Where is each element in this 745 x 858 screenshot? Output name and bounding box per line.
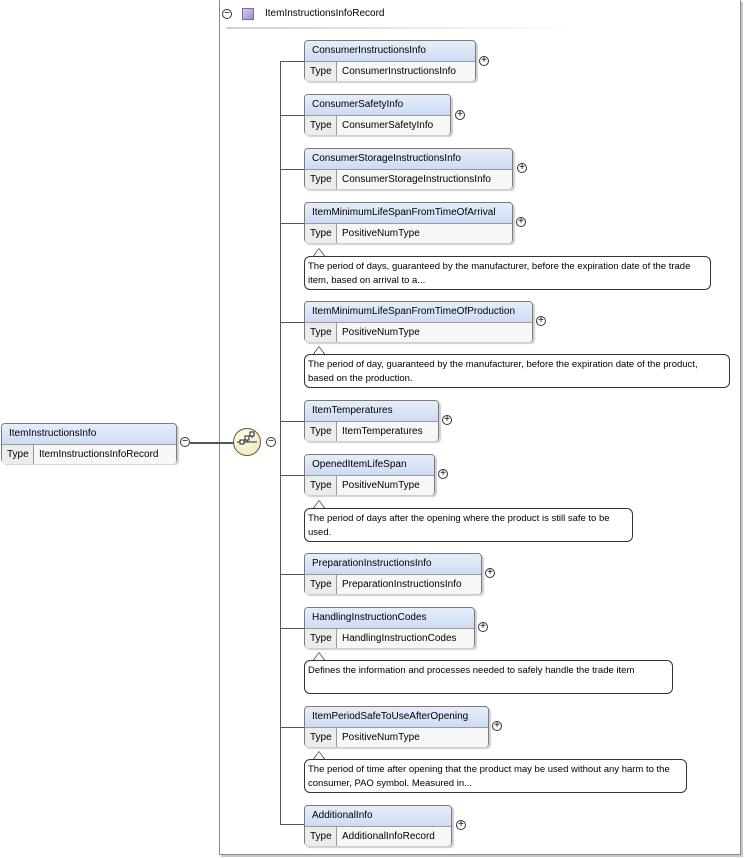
element-name: AdditionalInfo <box>305 806 451 827</box>
element-name: ItemPeriodSafeToUseAfterOpening <box>305 707 488 728</box>
expand-icon[interactable]: + <box>517 163 527 173</box>
expand-icon[interactable]: + <box>478 622 488 632</box>
annotation-note: The period of day, guaranteed by the man… <box>304 354 730 388</box>
branch-connector <box>280 574 305 575</box>
element-name: ItemMinimumLifeSpanFromTimeOfArrival <box>305 203 512 224</box>
type-value: ConsumerSafetyInfo <box>337 116 450 135</box>
annotation-note: The period of days, guaranteed by the ma… <box>304 256 711 290</box>
annotation-pointer <box>313 652 325 660</box>
expand-icon[interactable]: + <box>479 56 489 66</box>
element-name: ItemMinimumLifeSpanFromTimeOfProduction <box>305 302 532 323</box>
type-label: Type <box>305 575 337 594</box>
branch-connector <box>280 727 305 728</box>
type-value: ConsumerStorageInstructionsInfo <box>337 170 512 189</box>
annotation-note: Defines the information and processes ne… <box>304 660 673 694</box>
element-name: ConsumerSafetyInfo <box>305 95 450 116</box>
complex-type-frame <box>219 0 741 855</box>
type-value: ItemTemperatures <box>337 422 438 441</box>
type-label: Type <box>305 62 337 81</box>
type-label: Type <box>305 827 337 846</box>
annotation-pointer <box>313 346 325 354</box>
expand-icon[interactable]: + <box>442 415 452 425</box>
annotation-note: The period of time after opening that th… <box>304 759 687 793</box>
complex-type-icon <box>242 8 254 20</box>
element-name: PreparationInstructionsInfo <box>305 554 481 575</box>
sequence-icon <box>237 431 257 445</box>
element-name: ConsumerInstructionsInfo <box>305 41 475 62</box>
type-label: Type <box>305 170 337 189</box>
type-value: PositiveNumType <box>337 476 434 495</box>
type-label: Type <box>305 224 337 243</box>
element-name: ConsumerStorageInstructionsInfo <box>305 149 512 170</box>
element-name: ItemTemperatures <box>305 401 438 422</box>
collapse-root-icon[interactable]: − <box>180 437 190 447</box>
expand-icon[interactable]: + <box>455 110 465 120</box>
expand-icon[interactable]: + <box>516 217 526 227</box>
root-type-value: ItemInstructionsInfoRecord <box>34 445 176 464</box>
expand-icon[interactable]: + <box>492 721 502 731</box>
type-label: Type <box>305 116 337 135</box>
root-connector <box>190 442 234 444</box>
type-label: Type <box>305 476 337 495</box>
title-separator <box>226 27 581 29</box>
element-item-minimum-life-span-from-time-of-production[interactable]: ItemMinimumLifeSpanFromTimeOfProduction … <box>304 301 533 342</box>
type-value: AdditionalInfoRecord <box>337 827 451 846</box>
expand-icon[interactable]: + <box>456 820 466 830</box>
type-label: Type <box>305 728 337 747</box>
type-value: PositiveNumType <box>337 224 512 243</box>
branch-connector <box>280 421 305 422</box>
element-item-minimum-life-span-from-time-of-arrival[interactable]: ItemMinimumLifeSpanFromTimeOfArrival Typ… <box>304 202 513 243</box>
type-value: PositiveNumType <box>337 323 532 342</box>
element-name: HandlingInstructionCodes <box>305 608 474 629</box>
type-value: PositiveNumType <box>337 728 488 747</box>
root-element-name: ItemInstructionsInfo <box>2 424 176 445</box>
collapse-sequence-icon[interactable]: − <box>266 437 276 447</box>
expand-icon[interactable]: + <box>438 469 448 479</box>
root-element[interactable]: ItemInstructionsInfo Type ItemInstructio… <box>1 423 177 464</box>
branch-connector <box>280 628 305 629</box>
type-label: Type <box>305 629 337 648</box>
root-type-label: Type <box>2 445 34 464</box>
branch-connector <box>280 61 305 62</box>
branch-connector <box>280 475 305 476</box>
container-title: ItemInstructionsInfoRecord <box>265 8 385 19</box>
type-label: Type <box>305 422 337 441</box>
branch-connector <box>280 115 305 116</box>
expand-icon[interactable]: + <box>536 316 546 326</box>
annotation-pointer <box>313 751 325 759</box>
element-name: OpenedItemLifeSpan <box>305 455 434 476</box>
sequence-compositor[interactable] <box>233 428 261 456</box>
collapse-container-icon[interactable]: − <box>222 9 232 19</box>
branch-connector <box>280 223 305 224</box>
branch-connector <box>280 169 305 170</box>
expand-icon[interactable]: + <box>485 568 495 578</box>
type-value: ConsumerInstructionsInfo <box>337 62 475 81</box>
annotation-pointer <box>313 248 325 256</box>
branch-connector <box>280 824 305 825</box>
annotation-pointer <box>313 500 325 508</box>
annotation-note: The period of days after the opening whe… <box>304 508 633 542</box>
type-label: Type <box>305 323 337 342</box>
branch-line <box>280 62 281 824</box>
type-value: PreparationInstructionsInfo <box>337 575 481 594</box>
branch-connector <box>280 322 305 323</box>
type-value: HandlingInstructionCodes <box>337 629 474 648</box>
